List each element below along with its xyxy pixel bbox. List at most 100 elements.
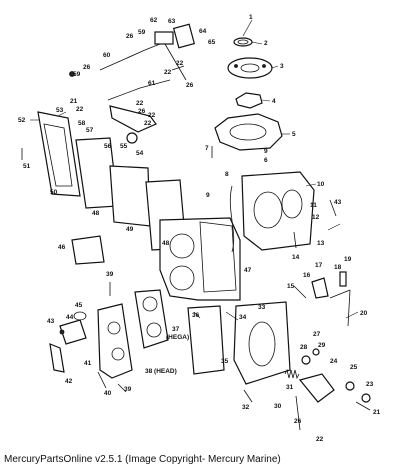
callout-55[interactable]: 55 — [120, 143, 128, 150]
callout-1[interactable]: 1 — [249, 14, 253, 21]
callout-22-d[interactable]: 22 — [136, 100, 144, 107]
callout-14[interactable]: 14 — [292, 254, 300, 261]
callout-63[interactable]: 63 — [168, 18, 176, 25]
callout-19[interactable]: 19 — [344, 256, 352, 263]
callout-56[interactable]: 56 — [104, 143, 112, 150]
callout-16[interactable]: 16 — [303, 272, 311, 279]
callout-9-lower[interactable]: 9 — [206, 192, 210, 199]
exhaust-cover-part[interactable] — [187, 305, 225, 375]
callout-65[interactable]: 65 — [208, 39, 216, 46]
callout-34[interactable]: 34 — [239, 314, 247, 321]
linkage-arm-part[interactable] — [311, 271, 351, 327]
callout-21-right[interactable]: 21 — [373, 409, 381, 416]
callout-36[interactable]: 36 — [192, 312, 200, 319]
callout-15[interactable]: 15 — [287, 283, 295, 290]
callout-23[interactable]: 23 — [366, 381, 374, 388]
callout-51[interactable]: 51 — [23, 163, 31, 170]
oring-part[interactable] — [235, 92, 263, 109]
callout-13[interactable]: 13 — [317, 240, 325, 247]
callout-45[interactable]: 45 — [75, 302, 83, 309]
callout-29[interactable]: 29 — [318, 342, 326, 349]
spring-part[interactable] — [284, 348, 320, 380]
callout-9-upper[interactable]: 9 — [264, 148, 268, 155]
callout-49[interactable]: 49 — [126, 226, 134, 233]
bolts-part[interactable] — [21, 71, 371, 411]
callout-47[interactable]: 47 — [244, 267, 252, 274]
callout-41[interactable]: 41 — [84, 360, 92, 367]
callout-52[interactable]: 52 — [18, 117, 26, 124]
callout-26-b[interactable]: 26 — [83, 64, 91, 71]
callout-50[interactable]: 50 — [50, 189, 58, 196]
callout-28[interactable]: 28 — [300, 344, 308, 351]
callout-43-right[interactable]: 43 — [334, 199, 342, 206]
reed-plate-part[interactable] — [75, 137, 187, 251]
callout-39-lower[interactable]: 39 — [124, 386, 132, 393]
callout-21-left[interactable]: 21 — [70, 98, 78, 105]
callout-35[interactable]: 35 — [221, 358, 229, 365]
callout-64[interactable]: 64 — [199, 28, 207, 35]
callout-46[interactable]: 46 — [58, 244, 66, 251]
callout-26-d[interactable]: 26 — [138, 108, 146, 115]
callout-42[interactable]: 42 — [65, 378, 73, 385]
callout-8[interactable]: 8 — [225, 171, 229, 178]
callout-60[interactable]: 60 — [103, 52, 111, 59]
callout-6[interactable]: 6 — [264, 157, 268, 164]
callout-3[interactable]: 3 — [280, 63, 284, 70]
callout-22-f[interactable]: 22 — [148, 112, 156, 119]
gasket-part[interactable] — [214, 113, 283, 151]
callout-22-a[interactable]: 22 — [164, 69, 172, 76]
callout-31[interactable]: 31 — [286, 384, 294, 391]
callout-30[interactable]: 30 — [274, 403, 282, 410]
callout-32[interactable]: 32 — [242, 404, 250, 411]
head-gasket-part[interactable] — [134, 289, 169, 349]
callout-43-left[interactable]: 43 — [47, 318, 55, 325]
bearing-plate-part[interactable] — [227, 57, 273, 79]
callout-18[interactable]: 18 — [334, 264, 342, 271]
callout-10[interactable]: 10 — [317, 181, 325, 188]
cylinder-block-part[interactable] — [159, 217, 241, 301]
fitting-part[interactable] — [49, 343, 65, 373]
callout-26-e[interactable]: 26 — [294, 418, 302, 425]
callout-62[interactable]: 62 — [150, 17, 158, 24]
callout-40[interactable]: 40 — [104, 390, 112, 397]
callout-48-right[interactable]: 48 — [162, 240, 170, 247]
callout-57[interactable]: 57 — [86, 127, 94, 134]
callout-44[interactable]: 44 — [66, 314, 74, 321]
reed-cover-part[interactable] — [37, 111, 81, 197]
callout-38-head[interactable]: 38 (HEAD) — [145, 368, 177, 375]
exhaust-plate-part[interactable] — [233, 301, 291, 385]
callout-24[interactable]: 24 — [330, 358, 338, 365]
callout-2[interactable]: 2 — [264, 40, 268, 47]
callout-59-upper[interactable]: 59 — [138, 29, 146, 36]
callout-22-c[interactable]: 22 — [76, 106, 84, 113]
callout-39-upper[interactable]: 39 — [106, 271, 114, 278]
callout-58[interactable]: 58 — [78, 120, 86, 127]
callout-27[interactable]: 27 — [313, 331, 321, 338]
callout-22-b[interactable]: 22 — [176, 60, 184, 67]
callout-22-e[interactable]: 22 — [144, 120, 152, 127]
callout-26-c[interactable]: 26 — [186, 82, 194, 89]
callout-33[interactable]: 33 — [258, 304, 266, 311]
callout-59-left[interactable]: 59 — [73, 71, 81, 78]
callout-17[interactable]: 17 — [315, 262, 323, 269]
bracket-part[interactable] — [295, 373, 371, 431]
callout-37[interactable]: 37 — [172, 326, 180, 333]
callout-12[interactable]: 12 — [312, 214, 320, 221]
callout-61[interactable]: 61 — [148, 80, 156, 87]
linkage-rod-part[interactable] — [99, 23, 196, 144]
cover-plate-part[interactable] — [71, 235, 105, 265]
callout-7[interactable]: 7 — [205, 145, 209, 152]
callout-37-hega[interactable]: (HEGA) — [166, 334, 190, 341]
callout-11[interactable]: 11 — [310, 202, 317, 209]
callout-5[interactable]: 5 — [292, 131, 296, 138]
callout-25[interactable]: 25 — [350, 364, 358, 371]
callout-22-g[interactable]: 22 — [316, 436, 324, 443]
callout-48-left[interactable]: 48 — [92, 210, 100, 217]
seal-part[interactable] — [233, 37, 253, 47]
callout-54[interactable]: 54 — [136, 150, 144, 157]
callout-4[interactable]: 4 — [272, 98, 276, 105]
callout-53[interactable]: 53 — [56, 107, 64, 114]
callout-20[interactable]: 20 — [360, 310, 368, 317]
thermostat-part[interactable] — [59, 311, 87, 345]
cylinder-head-part[interactable] — [97, 303, 133, 379]
